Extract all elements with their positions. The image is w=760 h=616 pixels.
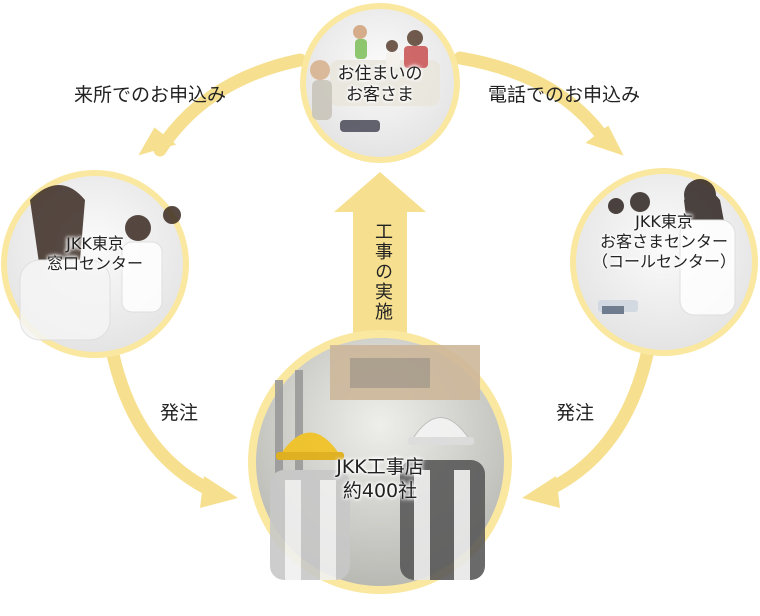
edge-order-left-label: 発注	[160, 398, 198, 425]
node-customer-label: お住まいの お客さま	[323, 64, 437, 107]
edge-visit-label: 来所でのお申込み	[74, 80, 226, 107]
arrow-visit	[138, 60, 300, 160]
edge-phone-label: 電話でのお申込み	[488, 80, 640, 107]
edge-order-right-label: 発注	[556, 398, 594, 425]
node-counter-label: JKK東京 窓口センター	[20, 234, 170, 274]
arrow-phone	[460, 58, 624, 161]
node-callcenter-label: JKK東京 お客さまセンター （コールセンター）	[572, 212, 756, 272]
edge-construction-label: 工事の実施	[369, 222, 395, 322]
node-contractors-label: JKK工事店 約400社	[310, 456, 450, 504]
